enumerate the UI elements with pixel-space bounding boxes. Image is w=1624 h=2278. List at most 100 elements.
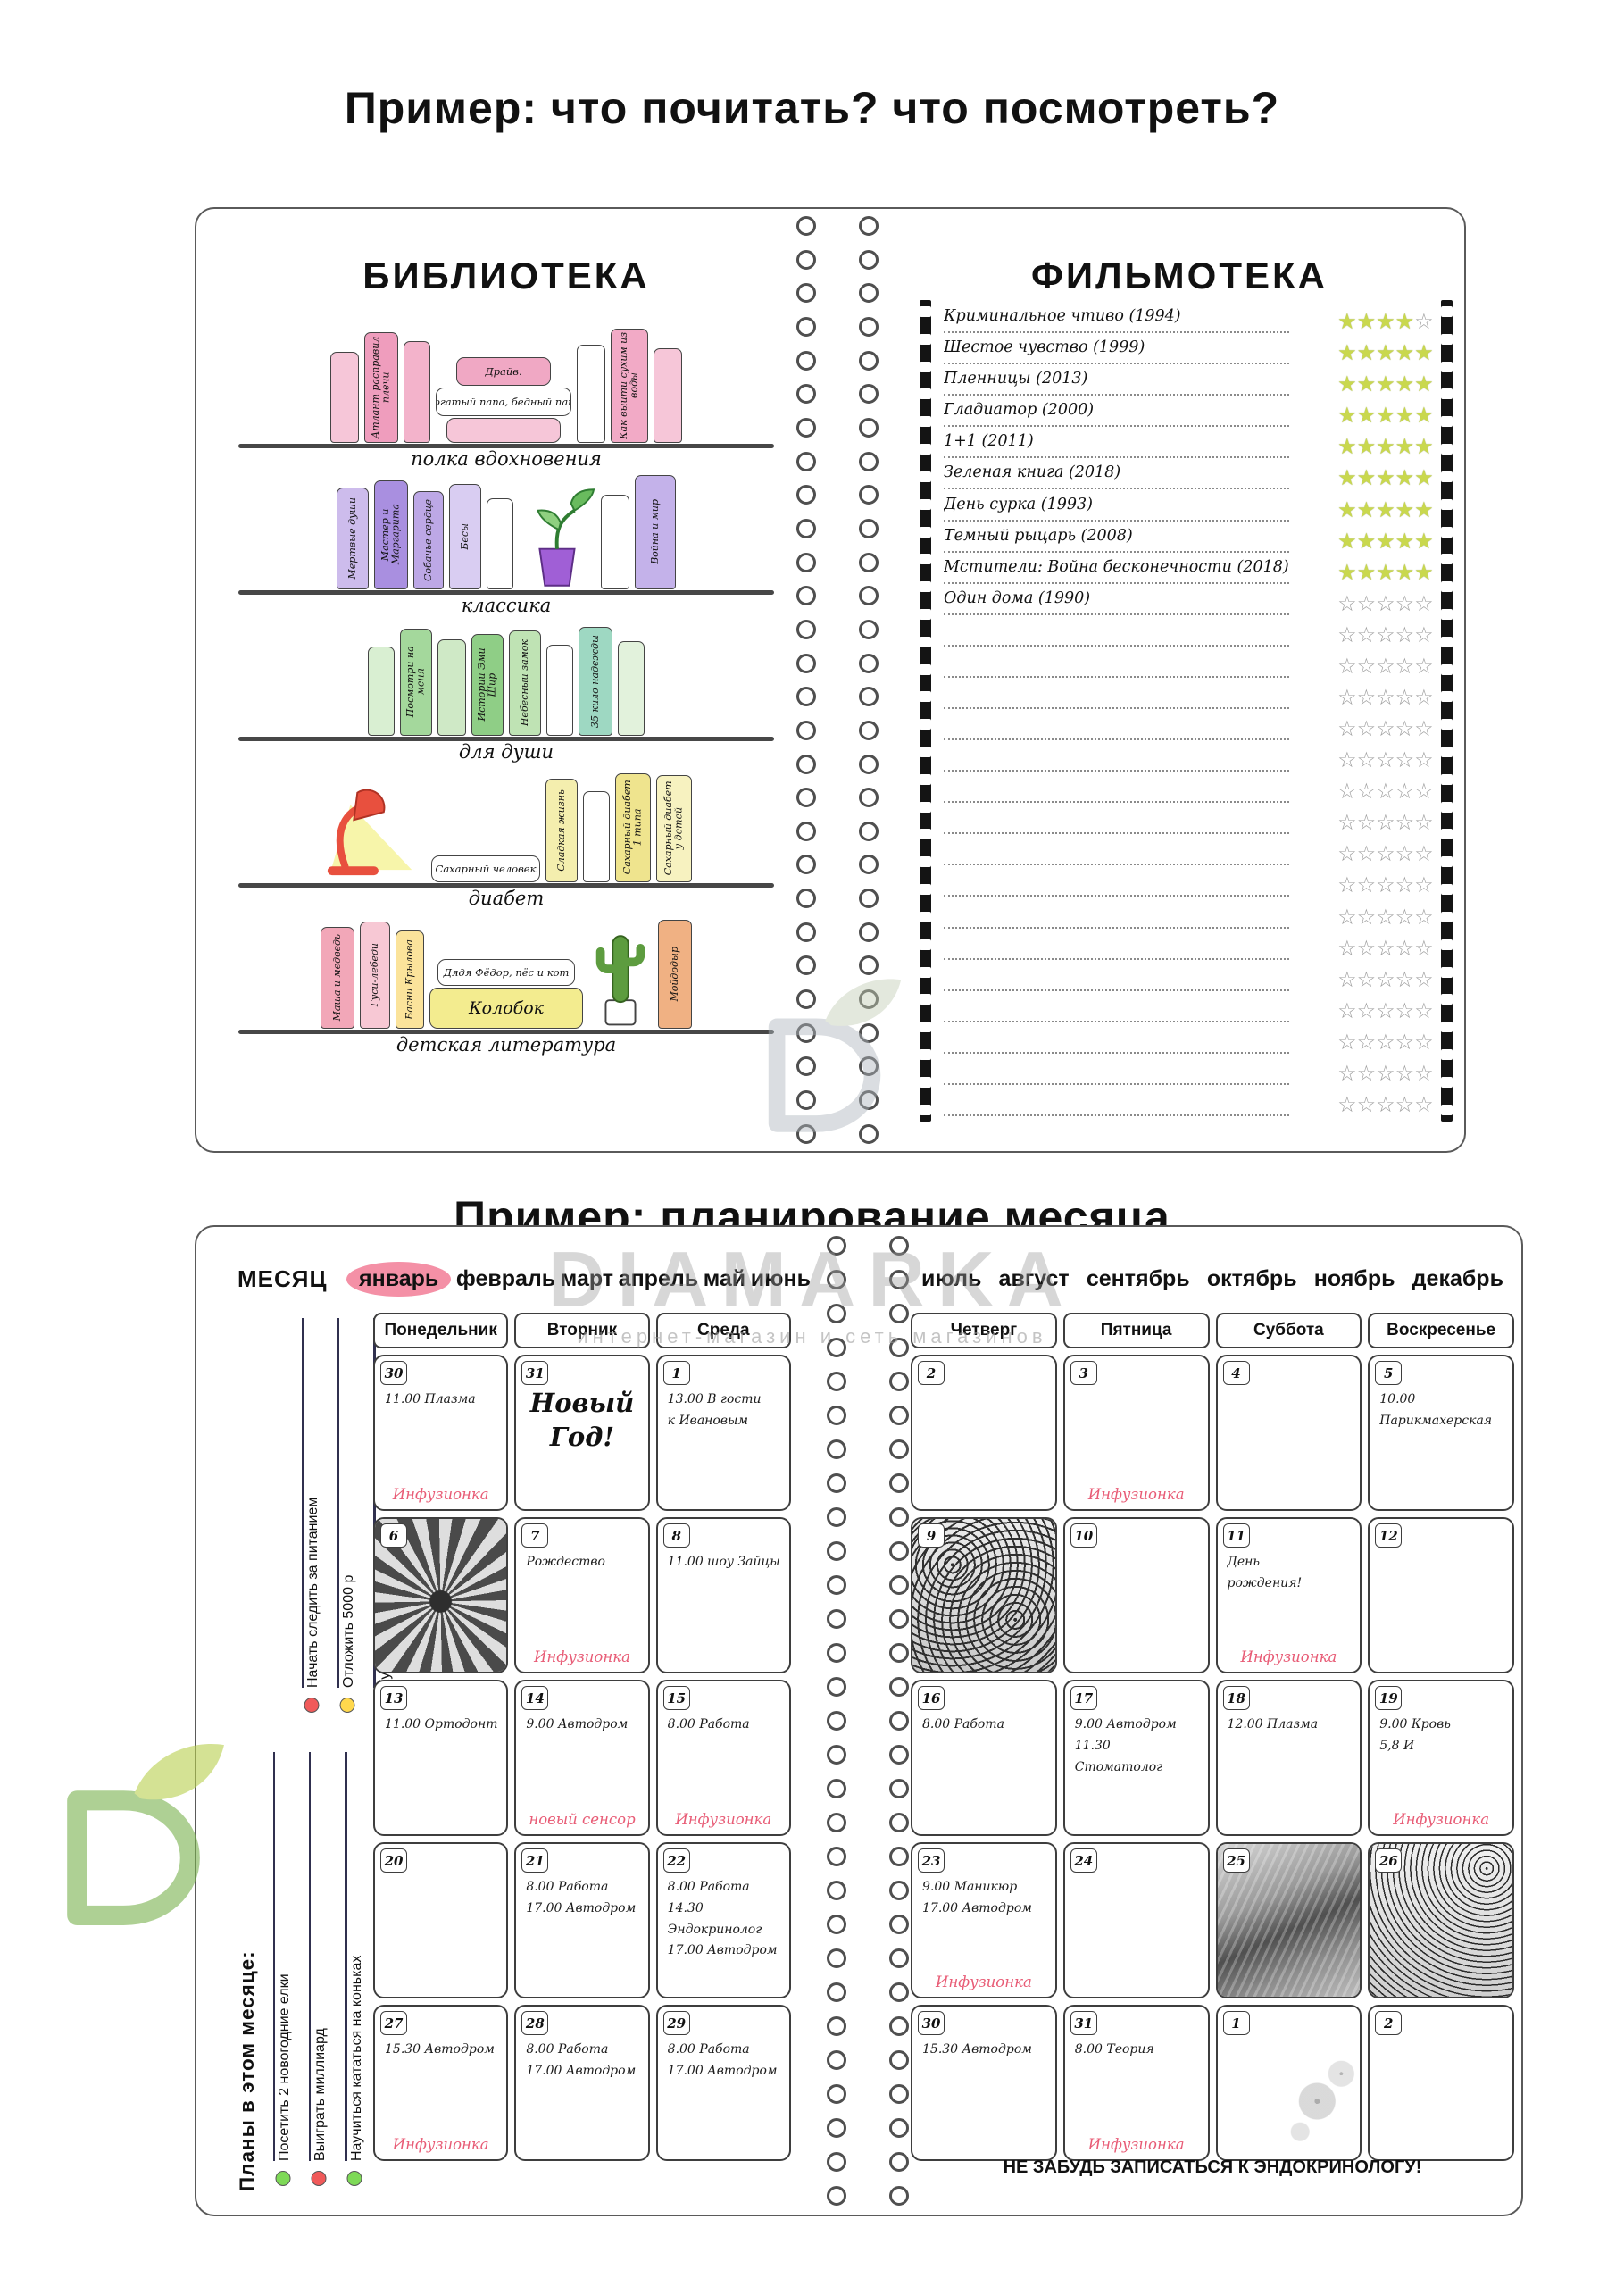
- binding-ring: [859, 518, 879, 538]
- cell-entry-highlight: новый сенсор: [529, 1811, 636, 1828]
- film-title: [944, 808, 1289, 835]
- binding-ring: [859, 855, 879, 875]
- film-perforation: [1440, 856, 1453, 868]
- cell-entry-highlight: Инфузионка: [392, 1486, 489, 1503]
- shelf-label: детская литература: [396, 1033, 617, 1056]
- binding-ring: [889, 1473, 909, 1493]
- film-row: Мстители: Война бесконечности (2018)★★★★…: [944, 553, 1434, 584]
- star-icon: ★: [1414, 497, 1434, 522]
- date-badge: 25: [1222, 1848, 1250, 1873]
- star-icon: ☆: [1395, 936, 1415, 961]
- film-row: ☆☆☆☆☆: [944, 647, 1434, 678]
- book-spine: [577, 344, 605, 443]
- rating-stars: ☆☆☆☆☆: [1298, 844, 1434, 865]
- cell-entry: 15.30 Автодром: [385, 2042, 495, 2057]
- star-icon: ☆: [1414, 811, 1434, 836]
- cell-entry: 11.30 Стоматолог: [1074, 1738, 1163, 1774]
- star-icon: ☆: [1337, 622, 1357, 647]
- star-icon: ☆: [1376, 1093, 1395, 1118]
- binding-ring: [889, 2050, 909, 2070]
- film-perforation: [1440, 608, 1453, 620]
- star-icon: ☆: [1376, 998, 1395, 1023]
- film-title: [944, 1090, 1289, 1117]
- book-title: Собачье сердце: [423, 498, 434, 581]
- weekday-header: Четверг: [911, 1313, 1057, 1348]
- cell-entry: 9.00 Автодром: [526, 1717, 629, 1731]
- rating-stars: ☆☆☆☆☆: [1298, 1030, 1434, 1055]
- goal-text: Начать следить за питанием: [305, 1497, 321, 1688]
- star-icon: ★: [1414, 560, 1434, 585]
- goal-status-dot: [304, 1698, 320, 1713]
- reading-spread: БИБЛИОТЕКА Атлант расправил плечиДрайв.Б…: [195, 207, 1466, 1153]
- film-perforation: [1440, 663, 1453, 675]
- star-icon: ☆: [1376, 591, 1395, 616]
- film-row: Шестое чувство (1999)★★★★★: [944, 333, 1434, 366]
- film-list: Криминальное чтиво (1994)★★★★☆Шестое чув…: [931, 300, 1441, 1122]
- star-icon: ☆: [1337, 591, 1357, 616]
- book-title: 35 кило надежды: [590, 634, 601, 728]
- film-title: [944, 714, 1289, 741]
- cell-entries: 11.00 Ортодонт: [385, 1715, 501, 1736]
- star-icon: ☆: [1395, 686, 1415, 711]
- binding-ring: [859, 1090, 879, 1111]
- book-spine: [487, 497, 513, 589]
- star-icon: ☆: [1414, 654, 1434, 679]
- cell-entry-highlight: Инфузионка: [1087, 1486, 1185, 1503]
- library-page: БИБЛИОТЕКА Атлант расправил плечиДрайв.Б…: [216, 223, 796, 1134]
- rating-stars: ☆☆☆☆☆: [1298, 936, 1434, 961]
- date-badge: 24: [1070, 1848, 1097, 1873]
- star-icon: ★: [1356, 372, 1377, 397]
- star-icon: ☆: [1337, 967, 1357, 992]
- star-icon: ☆: [1337, 811, 1357, 836]
- star-icon: ☆: [1414, 1030, 1434, 1055]
- book-spine: [437, 638, 466, 736]
- star-icon: ☆: [1395, 905, 1415, 930]
- date-badge: 30: [380, 1361, 407, 1385]
- film-title: [944, 1028, 1289, 1054]
- book-spine: Басни Крылова: [396, 930, 424, 1029]
- holiday-note: Новый Год!: [529, 1388, 635, 1452]
- star-icon: ★: [1337, 529, 1357, 554]
- binding-ring: [889, 1915, 909, 1934]
- cell-entries: 8.00 Работа: [922, 1715, 1050, 1736]
- binding-ring: [827, 1847, 846, 1866]
- star-icon: ☆: [1356, 748, 1377, 773]
- binding-ring: [827, 1338, 846, 1357]
- film-perforation: [920, 1022, 931, 1033]
- cell-entry: 17.00 Автодром: [667, 1943, 778, 1958]
- book-spine: [330, 351, 359, 443]
- binding-ring: [827, 1439, 846, 1459]
- star-icon: ★: [1337, 341, 1357, 366]
- plan-status-dot: [346, 2171, 362, 2186]
- star-icon: ★: [1337, 560, 1357, 585]
- film-perforation: [1440, 1104, 1453, 1115]
- spiral-ring-column: [889, 1236, 909, 2206]
- book-spine: [618, 640, 645, 736]
- binding-ring: [859, 417, 879, 438]
- cell-entry: 8.00 Работа: [667, 1717, 750, 1731]
- star-icon: ★: [1376, 310, 1395, 335]
- binding-ring: [796, 889, 816, 909]
- film-row: ☆☆☆☆☆: [944, 897, 1434, 930]
- weekday-header: Понедельник: [373, 1313, 509, 1348]
- binding-ring: [859, 586, 879, 606]
- film-perforation: [1440, 773, 1453, 785]
- spiral-ring-column: [859, 216, 879, 1144]
- cell-entry: 8.00 Работа: [667, 1880, 750, 1894]
- rating-stars: ☆☆☆☆☆: [1298, 813, 1434, 834]
- binding-ring: [796, 653, 816, 673]
- film-row: Темный рыцарь (2008)★★★★★: [944, 522, 1434, 553]
- film-row: ☆☆☆☆☆: [944, 740, 1434, 772]
- weekday-header: Воскресенье: [1368, 1313, 1514, 1348]
- star-icon: ☆: [1356, 717, 1377, 742]
